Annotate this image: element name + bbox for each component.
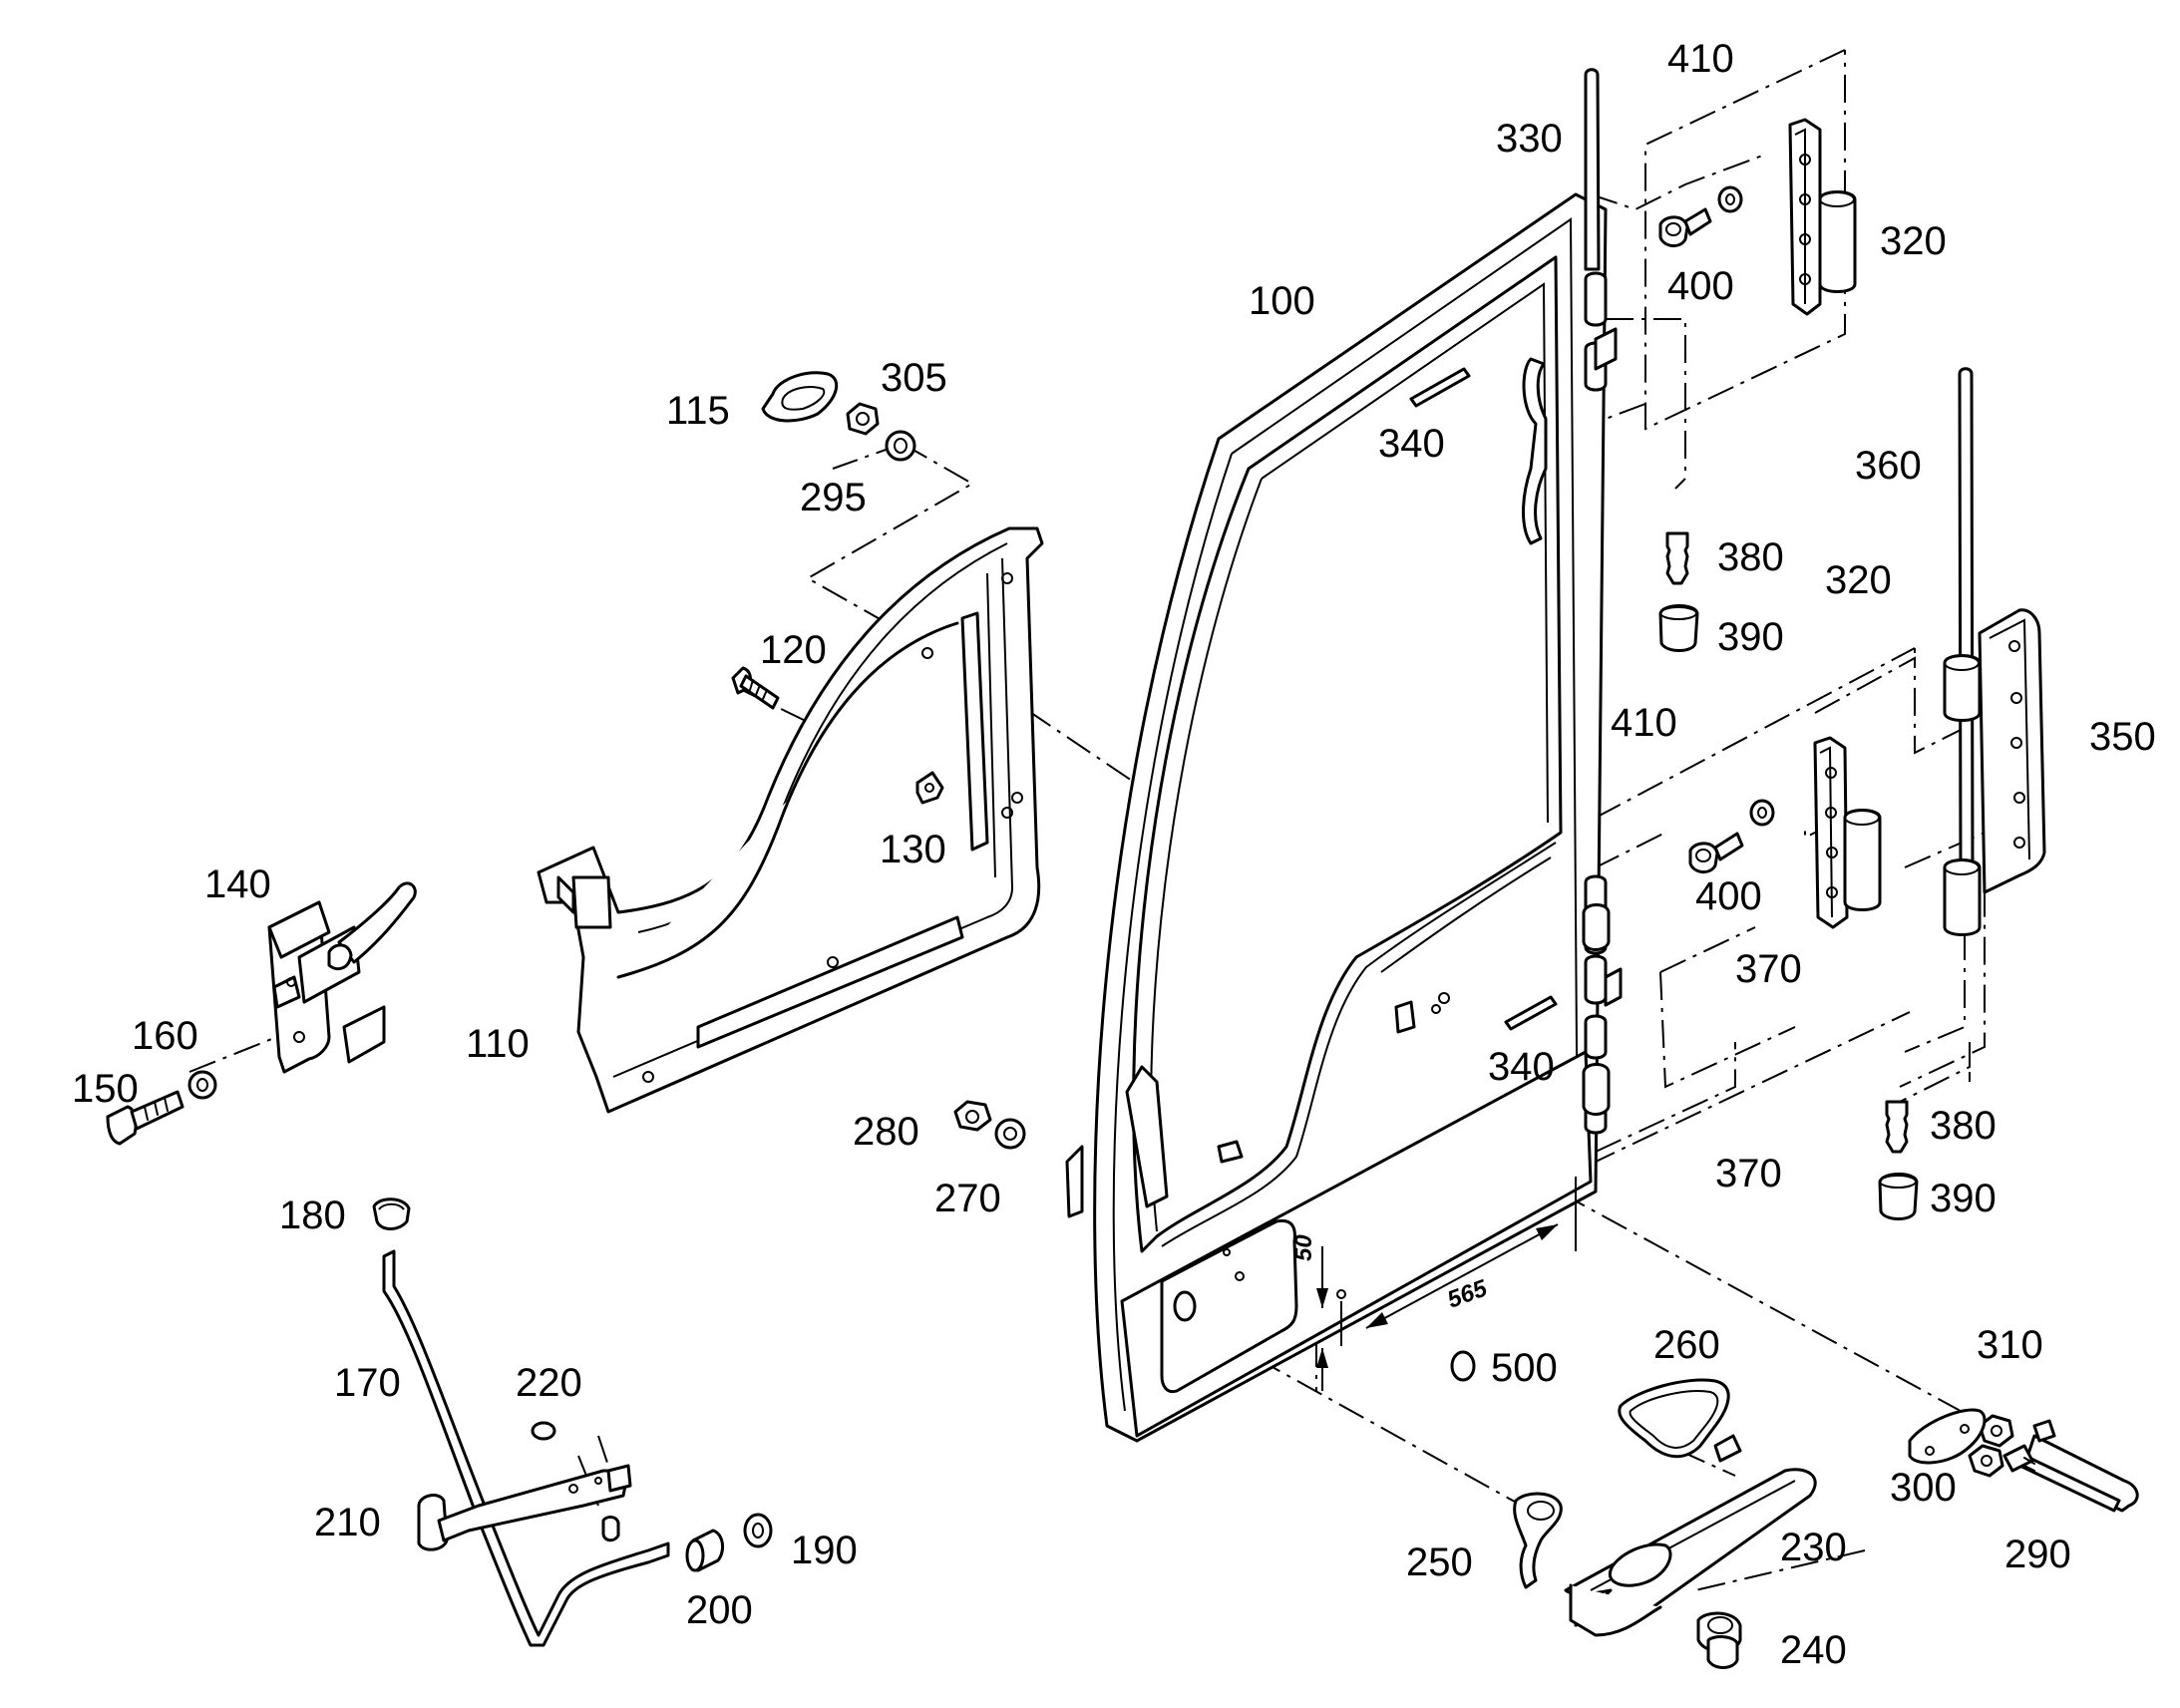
bush-370-lower bbox=[1582, 1063, 1611, 1116]
pin-340-upper bbox=[1409, 367, 1471, 408]
callout-360: 360 bbox=[1855, 444, 1922, 488]
callout-110: 110 bbox=[466, 1022, 530, 1066]
callout-240: 240 bbox=[1780, 1628, 1847, 1672]
callout-190: 190 bbox=[791, 1529, 858, 1572]
bracket-210 bbox=[417, 1464, 632, 1551]
callout-400-lower: 400 bbox=[1695, 874, 1762, 918]
callout-310: 310 bbox=[1977, 1323, 2043, 1367]
callout-labels: 100 110 115 120 130 140 150 160 170 180 … bbox=[72, 37, 2156, 1672]
callout-370-upper: 370 bbox=[1735, 947, 1802, 991]
nut-280 bbox=[953, 1100, 992, 1132]
rod-170 bbox=[382, 1249, 670, 1647]
washer-160 bbox=[187, 1070, 217, 1100]
callout-130: 130 bbox=[880, 828, 946, 871]
callout-350: 350 bbox=[2089, 715, 2156, 759]
callout-340-upper: 340 bbox=[1378, 422, 1445, 466]
washer-295 bbox=[885, 430, 916, 462]
plate-310 bbox=[1908, 1408, 1987, 1465]
callout-220: 220 bbox=[516, 1361, 582, 1405]
screw-400-lower bbox=[1688, 832, 1744, 873]
callout-390-upper: 390 bbox=[1717, 615, 1784, 659]
callout-160: 160 bbox=[132, 1014, 198, 1058]
dim-width-label: 565 bbox=[1444, 1274, 1491, 1313]
washer-410-lower bbox=[1749, 799, 1775, 827]
fitting-380-lower bbox=[1885, 1100, 1909, 1154]
pin-340-lower bbox=[1504, 995, 1558, 1031]
callout-280: 280 bbox=[853, 1110, 919, 1154]
clip-220 bbox=[531, 1421, 556, 1441]
door-frame bbox=[1065, 192, 1608, 1443]
pin-360 bbox=[1958, 367, 1975, 879]
callout-410-lower: 410 bbox=[1611, 701, 1677, 745]
callout-410-upper: 410 bbox=[1667, 37, 1734, 81]
cap-390-lower bbox=[1878, 1173, 1919, 1220]
grommet-115 bbox=[761, 371, 839, 423]
hinge-320-upper bbox=[1788, 118, 1857, 316]
callout-210: 210 bbox=[314, 1501, 381, 1544]
callout-150: 150 bbox=[72, 1067, 139, 1111]
callout-270: 270 bbox=[934, 1177, 1001, 1220]
callout-300: 300 bbox=[1890, 1466, 1957, 1510]
callout-140: 140 bbox=[204, 862, 271, 906]
callout-400-upper: 400 bbox=[1667, 264, 1734, 308]
callout-170: 170 bbox=[334, 1361, 401, 1405]
callout-230: 230 bbox=[1780, 1526, 1847, 1569]
callout-320-upper: 320 bbox=[1880, 219, 1947, 263]
callout-370-lower: 370 bbox=[1715, 1152, 1782, 1196]
washer-410-upper bbox=[1717, 185, 1743, 213]
nut-305 bbox=[846, 402, 880, 436]
callout-260: 260 bbox=[1653, 1323, 1720, 1367]
button-240 bbox=[1696, 1611, 1742, 1669]
callout-500: 500 bbox=[1491, 1346, 1558, 1390]
callout-290: 290 bbox=[2004, 1533, 2071, 1576]
callout-100: 100 bbox=[1249, 279, 1315, 323]
hinge-350 bbox=[1943, 608, 2046, 936]
washer-190 bbox=[743, 1513, 773, 1548]
callout-295: 295 bbox=[800, 476, 867, 519]
callout-330: 330 bbox=[1496, 117, 1563, 161]
callout-380-upper: 380 bbox=[1717, 535, 1784, 579]
hinge-320-lower bbox=[1813, 736, 1882, 929]
callout-380-lower: 380 bbox=[1930, 1104, 1997, 1148]
bush-370-upper bbox=[1582, 903, 1611, 951]
washer-270 bbox=[994, 1118, 1026, 1150]
fitting-380-upper bbox=[1665, 531, 1689, 585]
callout-250: 250 bbox=[1406, 1540, 1473, 1584]
callout-320-lower: 320 bbox=[1825, 558, 1892, 602]
nut-clip-130 bbox=[915, 771, 944, 805]
lock-140 bbox=[267, 881, 417, 1074]
knob-180 bbox=[372, 1197, 411, 1230]
bush-200 bbox=[685, 1529, 725, 1572]
callout-120: 120 bbox=[760, 628, 827, 672]
bracket-250 bbox=[1513, 1492, 1563, 1589]
bolt-290 bbox=[2002, 1419, 2139, 1513]
gasket-260 bbox=[1618, 1378, 1730, 1459]
dimension-lines bbox=[1316, 1177, 1577, 1391]
callout-340-lower: 340 bbox=[1488, 1045, 1555, 1089]
screw-120 bbox=[731, 666, 780, 710]
nuts-300 bbox=[1968, 1414, 2014, 1478]
callout-115: 115 bbox=[666, 389, 730, 433]
dim-height-label: 50 bbox=[1290, 1234, 1317, 1261]
plug-500 bbox=[1450, 1350, 1476, 1382]
inner-door-panel bbox=[537, 526, 1044, 1114]
callout-180: 180 bbox=[279, 1194, 346, 1237]
callout-200: 200 bbox=[686, 1588, 753, 1632]
cap-390-upper bbox=[1658, 604, 1699, 652]
bolt-150 bbox=[106, 1090, 184, 1146]
handle-230 bbox=[1564, 1434, 1817, 1637]
pin-330 bbox=[1584, 68, 1601, 271]
callout-390-lower: 390 bbox=[1930, 1177, 1997, 1220]
screw-400-upper bbox=[1658, 207, 1712, 247]
callout-305: 305 bbox=[881, 356, 947, 400]
